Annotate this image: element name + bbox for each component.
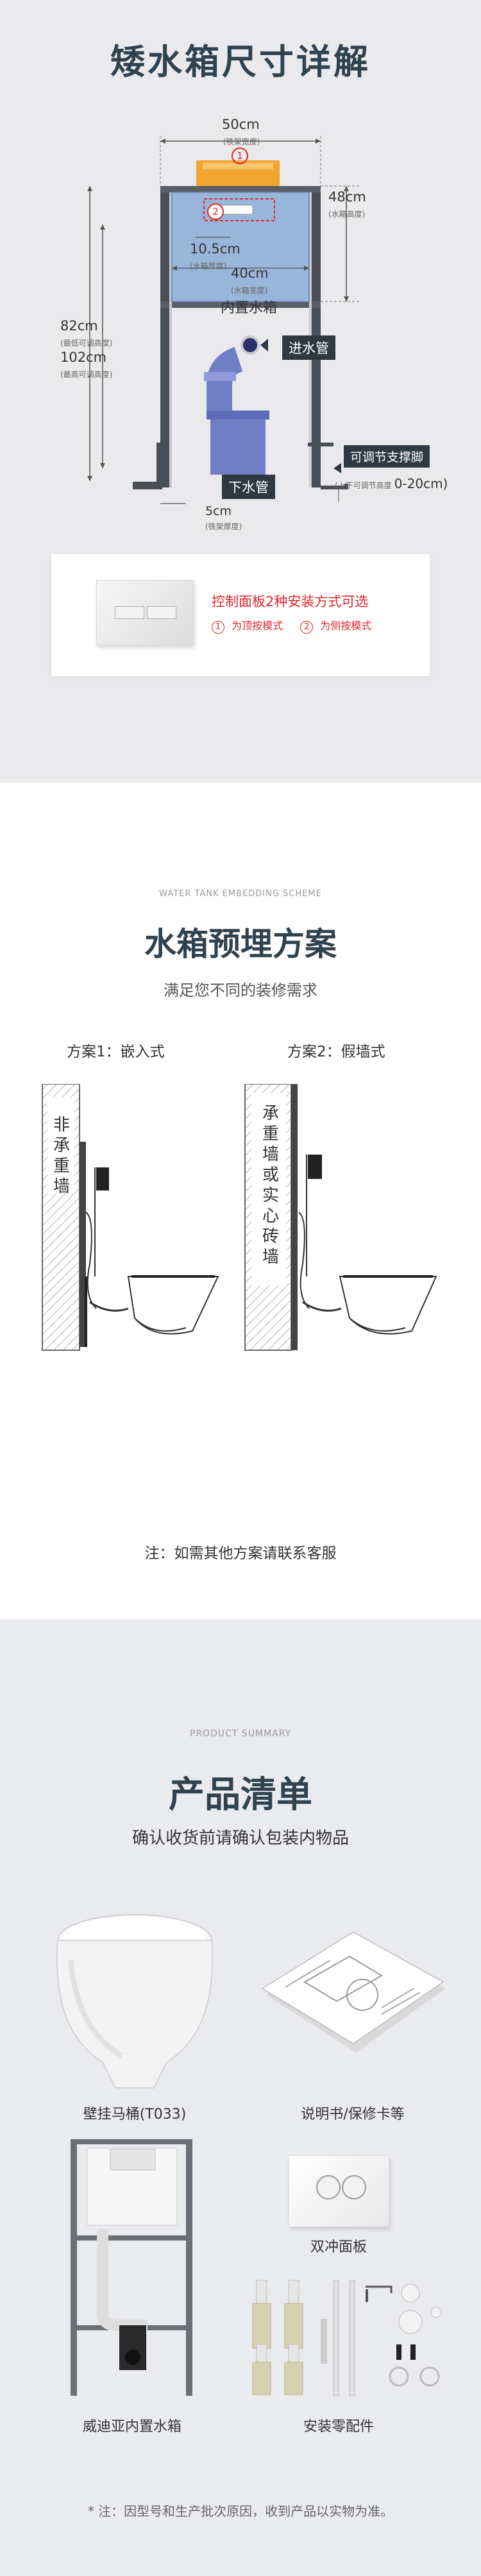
summary-subtitle: 确认收货前请确认包装内物品 xyxy=(131,1829,349,1848)
panel-image xyxy=(96,580,194,645)
flush-panel-label: 双冲面板 xyxy=(310,2239,367,2255)
inlet-pipe-tag: 进水管 xyxy=(282,335,335,360)
embedding-note: 注：如需其他方案请联系客服 xyxy=(144,1545,337,1562)
outlet-pipe-tag: 下水管 xyxy=(222,475,275,499)
plan1-label: 方案1：嵌入式 xyxy=(67,1044,165,1060)
panel-title: 控制面板2种安装方式可选 xyxy=(212,594,369,609)
manual-label: 说明书/保修卡等 xyxy=(301,2106,405,2123)
min-height-label: 82cm(最低可调高度) xyxy=(60,318,113,348)
tank-frame-diagram xyxy=(87,136,359,504)
embedding-eyebrow: WATER TANK EMBEDDING SCHEME xyxy=(159,889,322,899)
manual-image xyxy=(261,1931,446,2053)
width-label: 50cm(铁架宽度) xyxy=(222,117,260,146)
summary-title: 产品清单 xyxy=(169,1774,312,1816)
tank-frame-image xyxy=(71,2139,192,2396)
marker-side: 2 xyxy=(207,203,224,220)
tank-width-label: 40cm(水箱宽度) xyxy=(231,266,269,295)
toilet-image xyxy=(56,1914,214,2089)
parts-image xyxy=(252,2280,442,2396)
plan1-drawing xyxy=(42,1084,219,1351)
tank-thickness-label: 10.5cm(水箱厚度) xyxy=(190,241,240,271)
panel-options: 1 为顶按模式 2 为侧按模式 xyxy=(212,617,371,634)
marker-top: 1 xyxy=(232,148,248,164)
parts-label: 安装零配件 xyxy=(303,2419,374,2435)
frame-depth-label: 5cm(铁架厚度) xyxy=(205,504,242,531)
plan2-label: 方案2：假墙式 xyxy=(287,1044,385,1060)
plan1-wall-label: 非承重墙 xyxy=(53,1115,71,1196)
embedding-title: 水箱预埋方案 xyxy=(144,926,337,963)
dimensions-title: 矮水箱尺寸详解 xyxy=(110,42,371,82)
support-foot-tag: 可调节支撑脚 xyxy=(344,445,430,468)
section-dimensions: 矮水箱尺寸详解 xyxy=(0,0,481,783)
tank-height-label: 48cm(水箱高度) xyxy=(328,189,366,219)
plan2-drawing xyxy=(244,1084,437,1351)
max-height-label: 102cm(最高可调高度) xyxy=(60,350,113,379)
summary-eyebrow: PRODUCT SUMMARY xyxy=(189,1729,292,1739)
flush-panel-image xyxy=(289,2155,389,2227)
toilet-label: 壁挂马桶(T033) xyxy=(83,2106,187,2123)
section-product-summary: PRODUCT SUMMARY 产品清单 确认收货前请确认包装内物品 壁挂马桶(… xyxy=(0,1620,481,2576)
inner-tank-label: 内置水箱 xyxy=(221,300,278,316)
section-embedding: WATER TANK EMBEDDING SCHEME 水箱预埋方案 满足您不同… xyxy=(0,783,481,1620)
tank-label: 威迪亚内置水箱 xyxy=(82,2419,181,2435)
summary-footnote: * 注：因型号和生产批次原因，收到产品以实物为准。 xyxy=(87,2504,394,2519)
plan2-wall-label: 承重墙或 实心砖墙 xyxy=(262,1104,280,1267)
control-panel-card: 控制面板2种安装方式可选 1 为顶按模式 2 为侧按模式 xyxy=(51,554,430,676)
embedding-subtitle: 满足您不同的装修需求 xyxy=(164,981,317,999)
